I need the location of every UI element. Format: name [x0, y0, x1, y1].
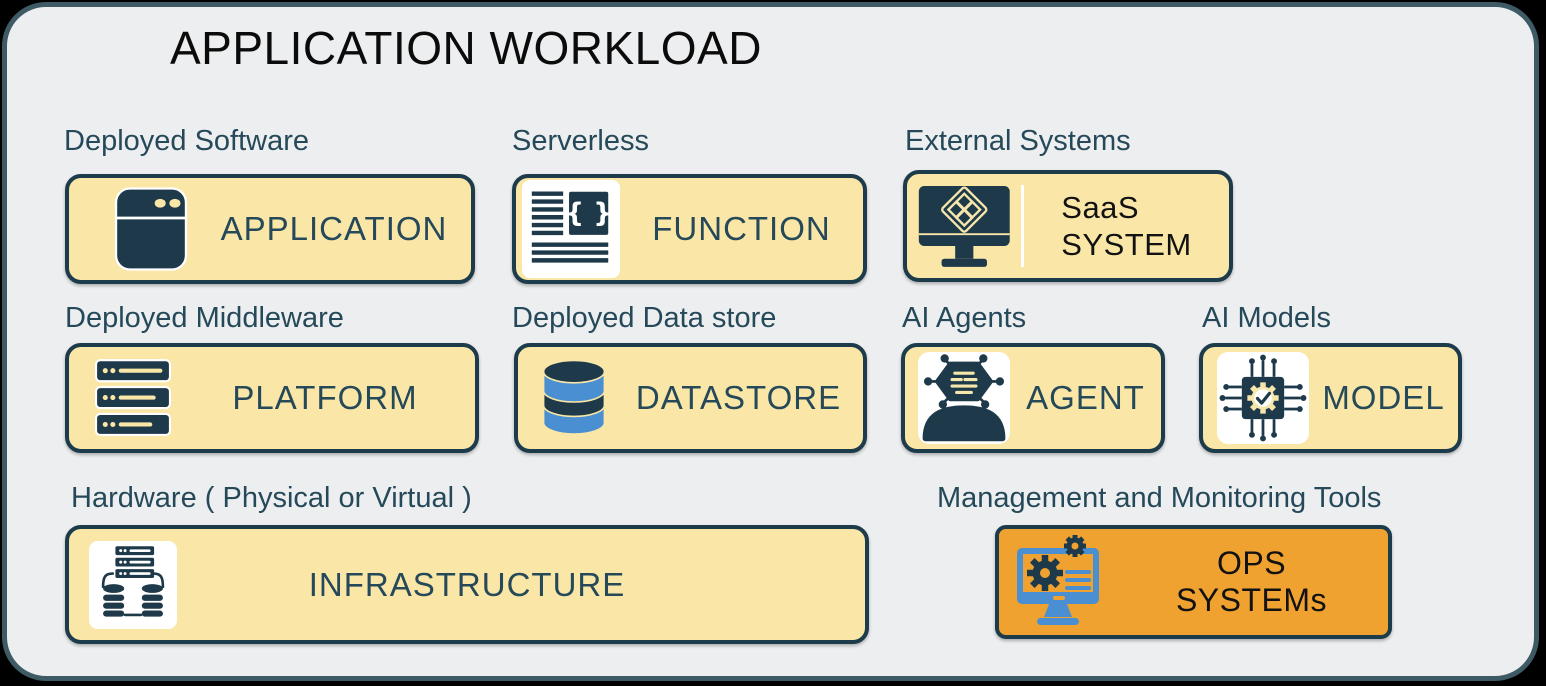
- card-agent: AGENT: [901, 343, 1165, 453]
- group-label-ai-agents: AI Agents: [902, 302, 1027, 334]
- group-label-serverless: Serverless: [512, 125, 649, 157]
- page-title: APPLICATION WORKLOAD: [170, 22, 762, 74]
- card-platform-title: PLATFORM: [232, 379, 418, 416]
- card-function: { } FUNCTION: [512, 174, 867, 284]
- card-ops-title: OPS SYSTEMs: [1115, 545, 1388, 619]
- browser-window-icon: [114, 187, 188, 271]
- card-function-title: FUNCTION: [652, 210, 831, 247]
- group-label-ai-models: AI Models: [1202, 302, 1331, 334]
- card-application: APPLICATION: [65, 174, 475, 284]
- card-platform: PLATFORM: [65, 343, 479, 453]
- card-application-title: APPLICATION: [220, 210, 448, 247]
- group-label-deployed-software: Deployed Software: [64, 125, 310, 157]
- card-datastore: DATASTORE: [514, 343, 867, 453]
- card-infrastructure-title: INFRASTRUCTURE: [308, 565, 626, 603]
- database-cylinder-icon: [542, 359, 606, 435]
- card-infrastructure: INFRASTRUCTURE: [65, 525, 869, 644]
- card-ops-title-line1: OPS: [1216, 545, 1287, 581]
- group-label-management-monitoring: Management and Monitoring Tools: [937, 482, 1382, 514]
- card-saas-title-line2: SYSTEM: [1061, 227, 1192, 262]
- group-label-deployed-middleware: Deployed Middleware: [65, 302, 344, 334]
- svg-text:{ }: { }: [565, 198, 612, 229]
- group-label-deployed-data-store: Deployed Data store: [512, 302, 777, 334]
- card-ops-title-line2: SYSTEMs: [1175, 582, 1328, 618]
- group-label-hardware: Hardware ( Physical or Virtual ): [71, 482, 472, 514]
- card-saas-title: SaaS SYSTEM: [1024, 189, 1229, 263]
- monitor-gears-icon: [1017, 535, 1099, 625]
- group-label-external-systems: External Systems: [905, 125, 1131, 157]
- server-cluster-icon: [89, 540, 177, 629]
- ai-chip-gear-icon: [1217, 352, 1309, 444]
- card-model: MODEL: [1199, 343, 1462, 453]
- ai-agent-person-icon: [918, 352, 1010, 444]
- code-document-icon: { }: [522, 180, 620, 278]
- card-divider: [1021, 185, 1024, 267]
- card-saas-title-line1: SaaS: [1061, 190, 1140, 225]
- card-datastore-title: DATASTORE: [635, 379, 842, 416]
- card-model-title: MODEL: [1322, 379, 1445, 416]
- card-saas-system: SaaS SYSTEM: [903, 170, 1233, 282]
- card-agent-title: AGENT: [1026, 379, 1145, 416]
- card-ops-systems: OPS SYSTEMs: [995, 525, 1392, 639]
- monitor-diamond-grid-icon: [918, 186, 1010, 267]
- server-stack-icon: [94, 359, 172, 437]
